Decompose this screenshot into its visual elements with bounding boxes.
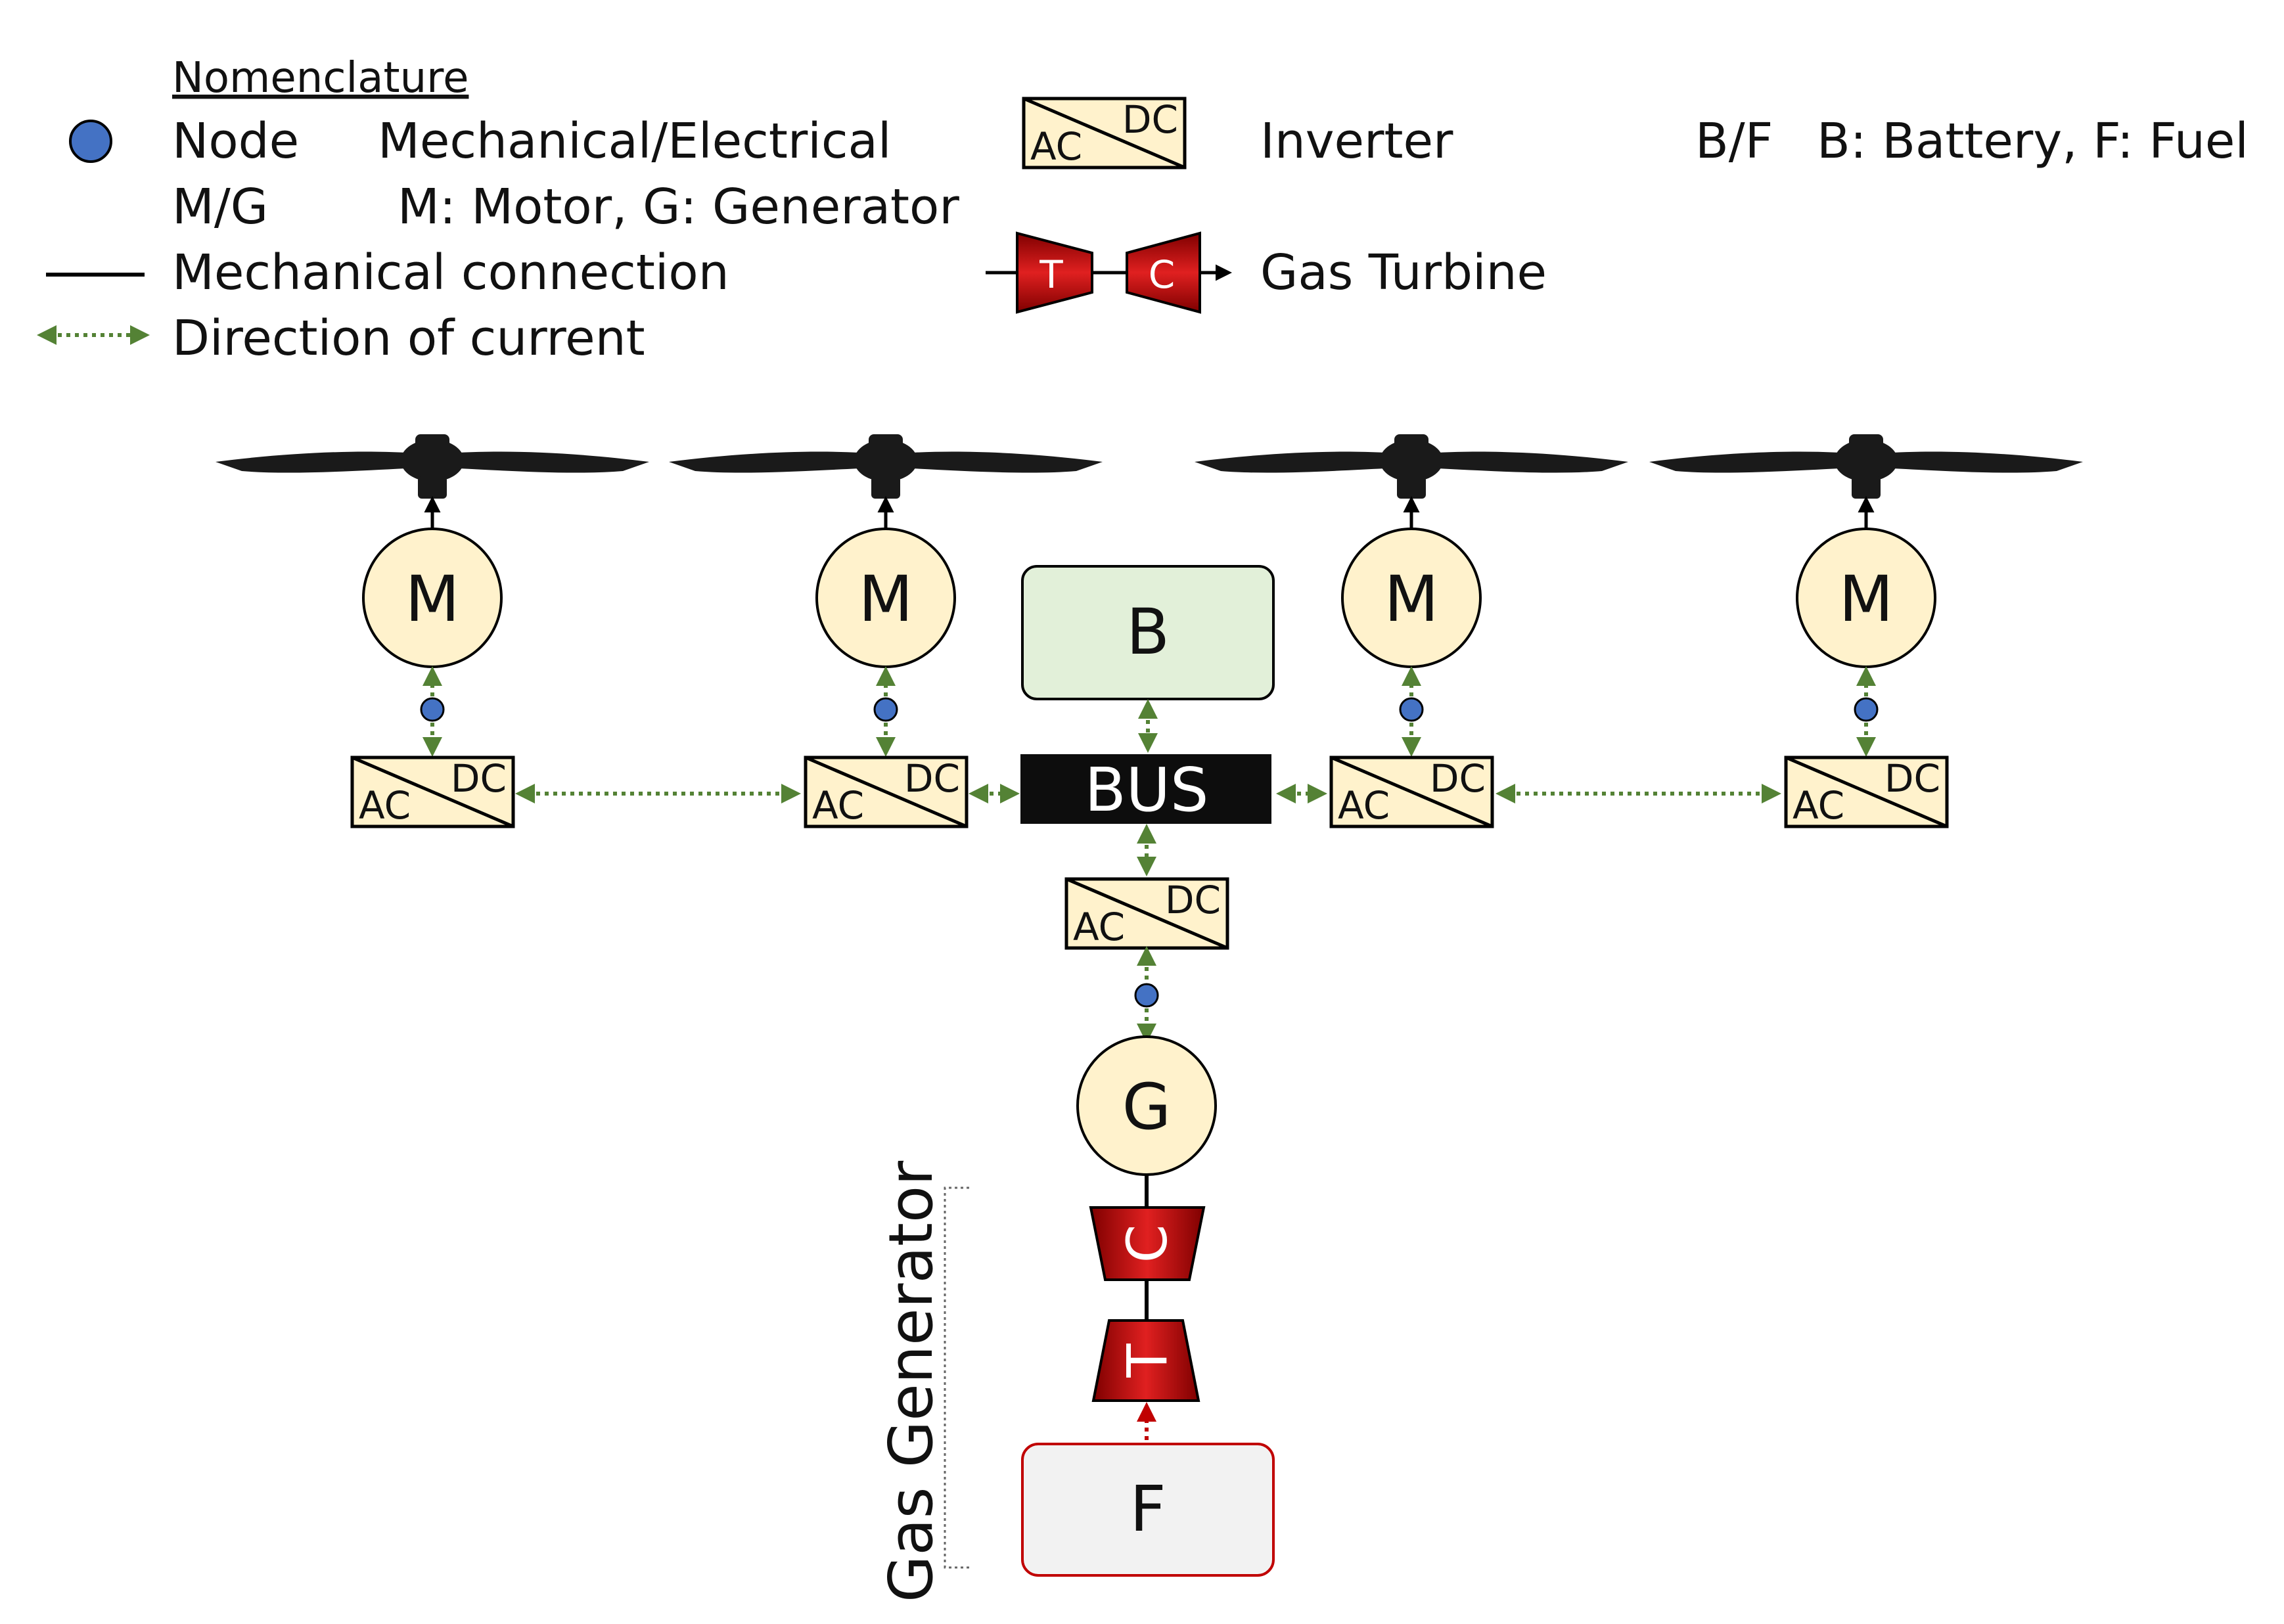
legend-gas-turbine-icon: T C (986, 231, 1232, 314)
inverter-diagonal (352, 756, 514, 828)
inverter-dc-label: DC (451, 756, 507, 801)
inverter-dc-label: DC (1430, 756, 1486, 801)
legend-title: Nomenclature (172, 54, 468, 102)
inverter-ac-label: AC (359, 783, 411, 828)
legend-turbine-shape (1016, 231, 1093, 314)
propeller-icon (669, 434, 1103, 499)
legend-gas-turbine-label: Gas Turbine (1260, 244, 1547, 301)
gas-generator-bracket (944, 1186, 971, 1569)
inverter-ac-label: AC (1030, 124, 1082, 169)
compressor-shape (1089, 1206, 1206, 1281)
propeller-icon (1649, 434, 2083, 499)
inverter-ac-label: AC (1793, 783, 1844, 828)
legend-node-symbol: Node (172, 113, 299, 169)
motor-inverter: AC DC (804, 756, 969, 828)
motor-label: M (859, 562, 913, 636)
motor-label: M (1384, 562, 1439, 636)
inverter-diagonal (1023, 97, 1185, 169)
fuel-box (1021, 1443, 1275, 1577)
bus-label: BUS (1085, 755, 1209, 825)
motor-branch-2: M AC DC (669, 434, 1103, 828)
node-icon (69, 120, 112, 163)
inverter-dc-label: DC (1884, 756, 1940, 801)
legend-inverter-icon: AC DC (1022, 97, 1187, 169)
legend: Nomenclature Node Mechanical/Electrical … (37, 54, 2249, 367)
inverter-ac-label: AC (1073, 905, 1125, 949)
inverter-diagonal (1331, 756, 1493, 828)
motor-inverter: AC DC (1329, 756, 1494, 828)
propeller-icon (216, 434, 649, 499)
inverter-diagonal (1066, 877, 1228, 950)
gas-generator-label: Gas Generator (876, 1161, 946, 1602)
motor-inverter: AC DC (1784, 756, 1949, 828)
legend-bf-symbol: B/F (1695, 113, 1773, 169)
motor-inverter: AC DC (350, 756, 515, 828)
motor-label: M (405, 562, 460, 636)
legend-mg-description: M: Motor, G: Generator (398, 179, 959, 235)
motor-label: M (1839, 562, 1894, 636)
inverter-diagonal (1785, 756, 1948, 828)
center-column: B BUS AC DC G C T F Gas Generator (876, 565, 1275, 1602)
propeller-icon (1195, 434, 1628, 499)
turbine-label: T (1115, 1343, 1179, 1378)
inverter-dc-label: DC (904, 756, 960, 801)
inverter-diagonal (805, 756, 967, 828)
inverter-ac-label: AC (812, 783, 864, 828)
generator-inverter: AC DC (1064, 877, 1229, 950)
motor-node (420, 697, 445, 722)
bus-bar (1020, 754, 1271, 824)
battery-label: B (1126, 595, 1170, 669)
compressor-label: C (1115, 1225, 1179, 1263)
inverter-ac-label: AC (1338, 783, 1390, 828)
motor-branch-3: M AC DC (1195, 434, 1628, 828)
legend-direction-of-current: Direction of current (172, 310, 645, 367)
inverter-dc-label: DC (1165, 878, 1221, 922)
fuel-label: F (1130, 1472, 1166, 1546)
turbine-shape (1091, 1319, 1200, 1402)
motor-branch-1: M AC DC (216, 434, 649, 828)
inverter-dc-label: DC (1122, 97, 1178, 142)
legend-turbine-letter: T (1039, 252, 1063, 297)
legend-mg-symbol: M/G (172, 179, 268, 235)
legend-node-description: Mechanical/Electrical (378, 113, 891, 169)
motor-node (1399, 697, 1424, 722)
legend-inverter-label: Inverter (1260, 113, 1453, 169)
generator-label: G (1122, 1070, 1171, 1144)
motor-node (873, 697, 898, 722)
legend-compressor-shape (1126, 231, 1201, 314)
generator-node (1134, 983, 1159, 1008)
motor-node (1854, 697, 1879, 722)
legend-compressor-letter: C (1149, 252, 1176, 297)
legend-bf-description: B: Battery, F: Fuel (1817, 113, 2249, 169)
legend-mechanical-connection: Mechanical connection (172, 244, 729, 301)
motor-branch-4: M AC DC (1649, 434, 2083, 828)
